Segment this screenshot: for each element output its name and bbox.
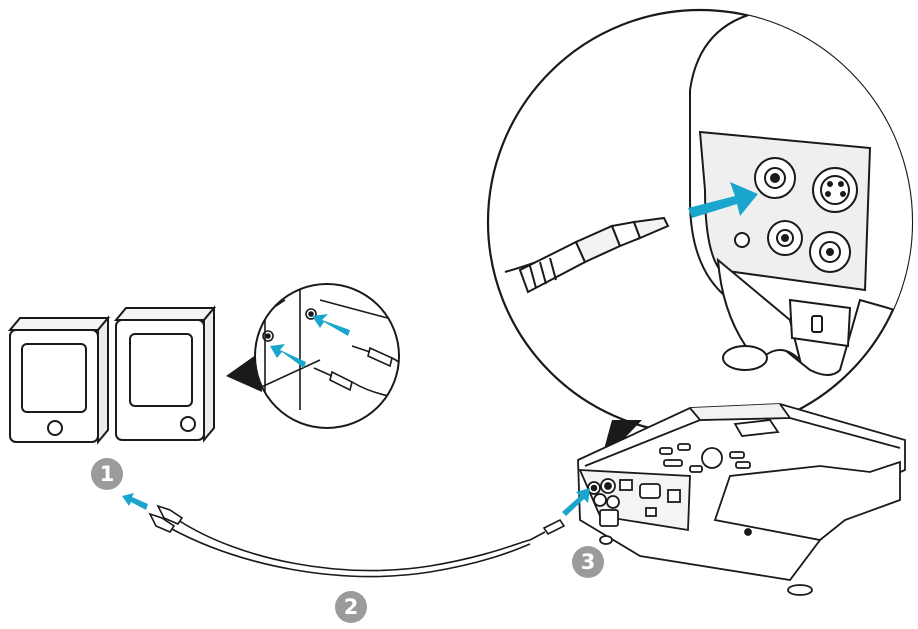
speaker-jack-icon [262, 308, 317, 342]
audio-out-port-icon [754, 157, 796, 199]
insert-arrow-icon [688, 182, 758, 218]
projector-port-zoom [486, 8, 914, 436]
stereo-mini-plug-icon [148, 504, 566, 536]
speaker-input-zoom [254, 283, 400, 429]
audio-cable [169, 519, 546, 578]
step-2-badge: 2 [335, 591, 367, 623]
stereo-mini-plug-icon [504, 216, 670, 294]
insert-arrow-icon [122, 493, 148, 510]
step-3-badge: 3 [572, 546, 604, 578]
speaker-right-icon [113, 305, 217, 443]
callout-pointer-small [226, 352, 262, 392]
rca-port-icon [767, 220, 851, 273]
insert-arrow-icon [562, 488, 590, 516]
speaker-left-icon [7, 315, 111, 445]
projector-icon [577, 403, 906, 596]
step-1-badge: 1 [91, 458, 123, 490]
s-video-port-icon [812, 167, 858, 213]
insert-arrow-icon [270, 314, 350, 368]
